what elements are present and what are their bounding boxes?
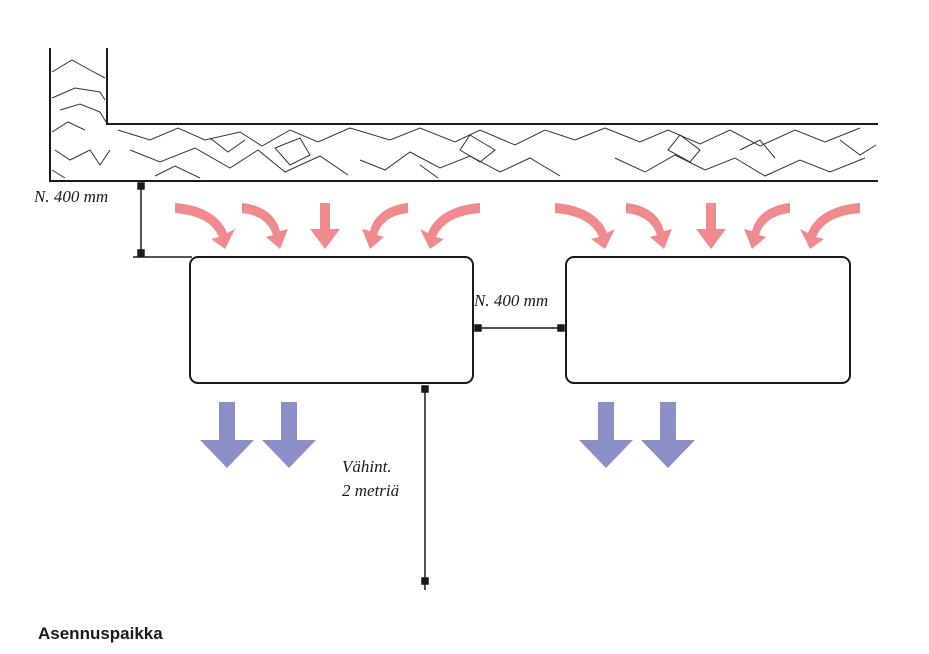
- ceiling-gap-dimension: [133, 182, 192, 258]
- floor-clearance-label-line2: 2 metriä: [342, 481, 400, 500]
- unit-box-right: [565, 256, 851, 384]
- caption-heading: Asennuspaikka: [38, 624, 163, 643]
- unit-box-left: [189, 256, 474, 384]
- curved-arrow-down-icon: [362, 203, 408, 249]
- curved-arrow-down-icon: [626, 203, 672, 249]
- outlet-arrows-left: [200, 402, 316, 468]
- arrow-down-icon: [200, 402, 254, 468]
- ceiling-gap-label: N. 400 mm: [34, 187, 109, 206]
- curved-arrow-down-icon: [744, 203, 790, 249]
- floor-clearance-dimension: [421, 385, 429, 590]
- curved-arrow-down-icon: [420, 203, 480, 249]
- intake-arrows-left: [175, 203, 480, 249]
- arrow-down-icon: [310, 203, 340, 249]
- arrow-down-icon: [641, 402, 695, 468]
- curved-arrow-down-icon: [800, 203, 860, 249]
- curved-arrow-down-icon: [175, 203, 235, 249]
- floor-clearance-label-line1: Vähint.: [342, 457, 392, 476]
- arrow-down-icon: [696, 203, 726, 249]
- outlet-arrows-right: [579, 402, 695, 468]
- curved-arrow-down-icon: [242, 203, 288, 249]
- curved-arrow-down-icon: [555, 203, 615, 249]
- unit-gap-label: N. 400 mm: [474, 291, 549, 310]
- arrow-down-icon: [579, 402, 633, 468]
- ceiling-structure: [49, 48, 878, 182]
- intake-arrows-right: [555, 203, 860, 249]
- stone-texture: [51, 59, 877, 179]
- arrow-down-icon: [262, 402, 316, 468]
- unit-gap-dimension: [474, 324, 565, 332]
